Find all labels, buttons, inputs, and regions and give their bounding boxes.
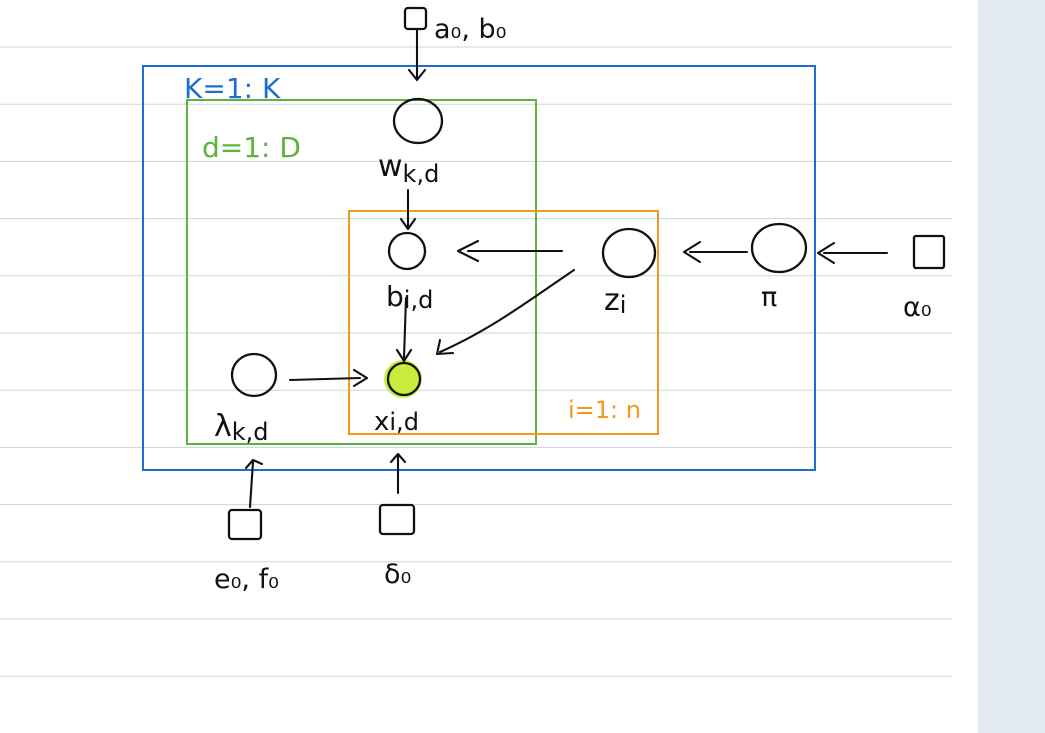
ef-hyper-box[interactable] [227,508,263,541]
edge-lambda-to-x [288,368,369,388]
pi-node[interactable] [750,222,808,274]
ab-hyper-label: a₀, b₀ [434,14,507,45]
x-node-label: xi,d [374,407,419,437]
plate-k-label: K=1: K [184,72,281,105]
plate-k[interactable] [142,65,816,471]
plate-d[interactable] [186,99,537,445]
edge-pi-to-z [682,240,749,264]
alpha-hyper-label: α₀ [903,292,932,323]
lambda-node-label: λk,d [214,409,269,446]
plate-i[interactable] [348,210,659,435]
plate-d-label: d=1: D [202,131,301,164]
lambda-node[interactable] [230,352,278,398]
alpha-hyper-box[interactable] [912,234,946,270]
graphical-model-diagram[interactable]: K=1: K d=1: D i=1: n wk,d bi,d xi,d zi π… [0,0,978,733]
b-node[interactable] [387,231,427,271]
x-node-highlight [384,360,422,398]
edge-delta-to-x [389,452,407,495]
edge-z-to-x [435,268,576,356]
ab-hyper-box[interactable] [403,6,428,31]
delta-hyper-box[interactable] [378,503,416,536]
edge-alpha-to-pi [816,241,889,265]
side-panel[interactable] [978,0,1045,733]
ruled-lines [0,46,952,677]
pi-node-label: π [761,282,777,313]
plate-i-label: i=1: n [568,396,641,424]
b-node-label: bi,d [386,280,433,314]
edge-z-to-b [456,239,564,263]
z-node[interactable] [601,227,657,279]
z-node-label: zi [604,283,626,319]
delta-hyper-label: δ₀ [384,559,411,590]
ef-hyper-label: e₀, f₀ [214,564,279,595]
x-node[interactable] [386,361,422,397]
edge-b-to-x [395,296,413,363]
w-node-label: wk,d [378,149,439,188]
w-node[interactable] [392,97,444,145]
edge-ef-to-lambda [244,458,264,509]
edge-w-to-b [399,188,417,231]
edge-ab-to-w [407,28,427,82]
